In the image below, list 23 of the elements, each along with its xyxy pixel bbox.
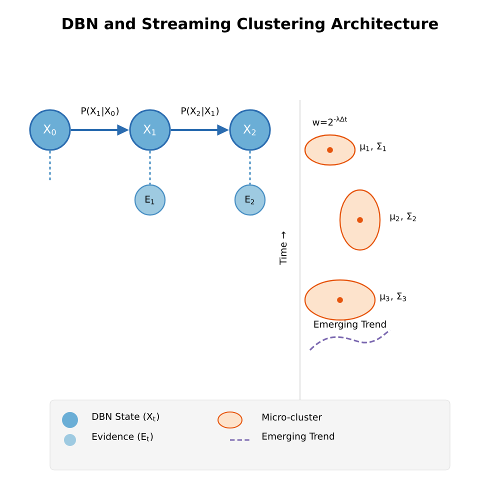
legend-text: Micro-cluster: [262, 413, 322, 421]
state-node: X$_{2}$: [229, 109, 271, 151]
micro-cluster: [304, 134, 356, 166]
edge-label: P(X$_{1}$|X$_{0}$): [82, 107, 119, 116]
dotted-line: [149, 150, 151, 184]
evidence-node: E$_{2}$: [234, 184, 266, 216]
evidence-node: E$_{1}$: [134, 184, 166, 216]
cluster-label: μ$_{3}$, Σ$_{3}$: [380, 292, 406, 302]
dotted-line: [49, 150, 51, 182]
micro-cluster: [339, 189, 381, 251]
text-label: w=2$^{-λΔt}$: [312, 116, 347, 126]
cluster-label: μ$_{1}$, Σ$_{1}$: [360, 142, 386, 152]
state-node: X$_{1}$: [129, 109, 171, 151]
legend-text: DBN State (X$_{t}$): [92, 412, 159, 422]
title: DBN and Streaming Clustering Architecture: [62, 18, 438, 32]
legend-text: Evidence (E$_{t}$): [92, 432, 153, 442]
edge-label: P(X$_{2}$|X$_{1}$): [182, 107, 219, 116]
text-label: Time →: [279, 232, 287, 265]
dotted-line: [249, 150, 251, 184]
legend-text: Emerging Trend: [262, 432, 334, 442]
cluster-label: μ$_{2}$, Σ$_{2}$: [390, 212, 416, 222]
micro-cluster: [304, 279, 376, 321]
state-node: X$_{0}$: [29, 109, 71, 151]
